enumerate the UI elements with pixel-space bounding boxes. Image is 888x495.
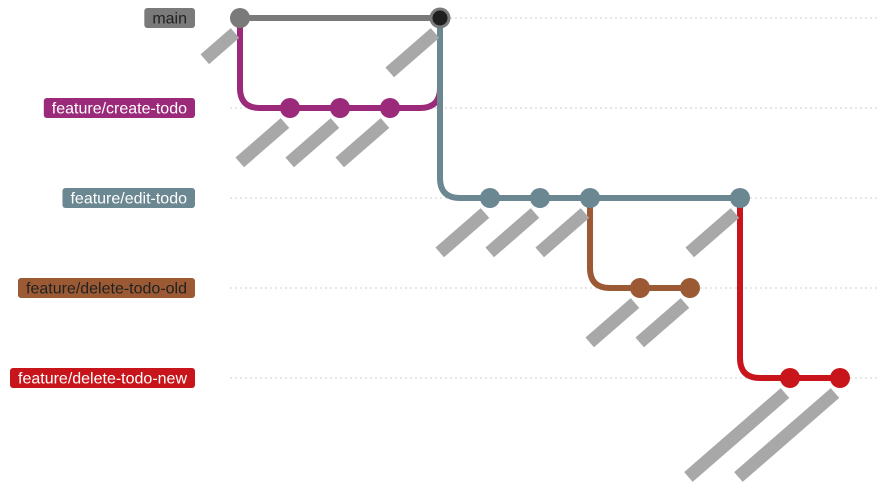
commit-node[interactable] [580, 188, 600, 208]
branch-label: main [144, 8, 195, 28]
branch-label-text: feature/edit-todo [70, 191, 187, 208]
commit-message-tag [684, 388, 790, 482]
commit-node[interactable] [830, 368, 850, 388]
branch-connection [587, 195, 643, 291]
commit-message-tags [200, 28, 840, 482]
commit-node[interactable] [780, 368, 800, 388]
branch-label-background [144, 8, 195, 28]
commit-message-tag [285, 118, 340, 168]
commit-message-tag [734, 388, 840, 482]
branch-label-background [18, 278, 195, 298]
commit-node[interactable] [230, 8, 250, 28]
branch-label-background [43, 98, 195, 118]
commit-message-tag [485, 208, 540, 258]
merge-commit-node[interactable] [429, 7, 451, 29]
commit-node[interactable] [330, 98, 350, 118]
branch-labels: main feature/create-todo feature/edit-todo… [10, 8, 195, 388]
commit-node[interactable] [480, 188, 500, 208]
commit-message-tag [335, 118, 390, 168]
commit-message-tag [385, 28, 440, 78]
branch-label: feature/edit-todo [62, 188, 195, 208]
commit-node[interactable] [630, 278, 650, 298]
commit-message-tag [435, 208, 490, 258]
branch-label: feature/delete-todo-new [10, 368, 195, 388]
branch-connection [737, 195, 793, 381]
commit-node[interactable] [730, 188, 750, 208]
commit-message-tag [635, 298, 690, 348]
branch-label: feature/create-todo [43, 98, 195, 118]
branch-connection [437, 15, 493, 201]
commit-message-tag [535, 208, 590, 258]
commit-message-tag [200, 28, 240, 65]
commit-message-tag [235, 118, 290, 168]
commit-message-tag [585, 298, 640, 348]
branch-label-background [10, 368, 195, 388]
branch-label-background [62, 188, 195, 208]
branch-label: feature/delete-todo-old [18, 278, 195, 298]
commit-message-tag [685, 208, 740, 258]
branch-label-text: feature/create-todo [52, 101, 187, 118]
branch-connection [237, 15, 293, 111]
commit-nodes [230, 7, 850, 388]
commit-node[interactable] [380, 98, 400, 118]
commit-node[interactable] [280, 98, 300, 118]
commit-node[interactable] [680, 278, 700, 298]
branch-label-text: main [152, 11, 187, 28]
branch-label-text: feature/delete-todo-new [18, 371, 187, 388]
commit-node[interactable] [530, 188, 550, 208]
branch-label-text: feature/delete-todo-old [26, 281, 187, 298]
